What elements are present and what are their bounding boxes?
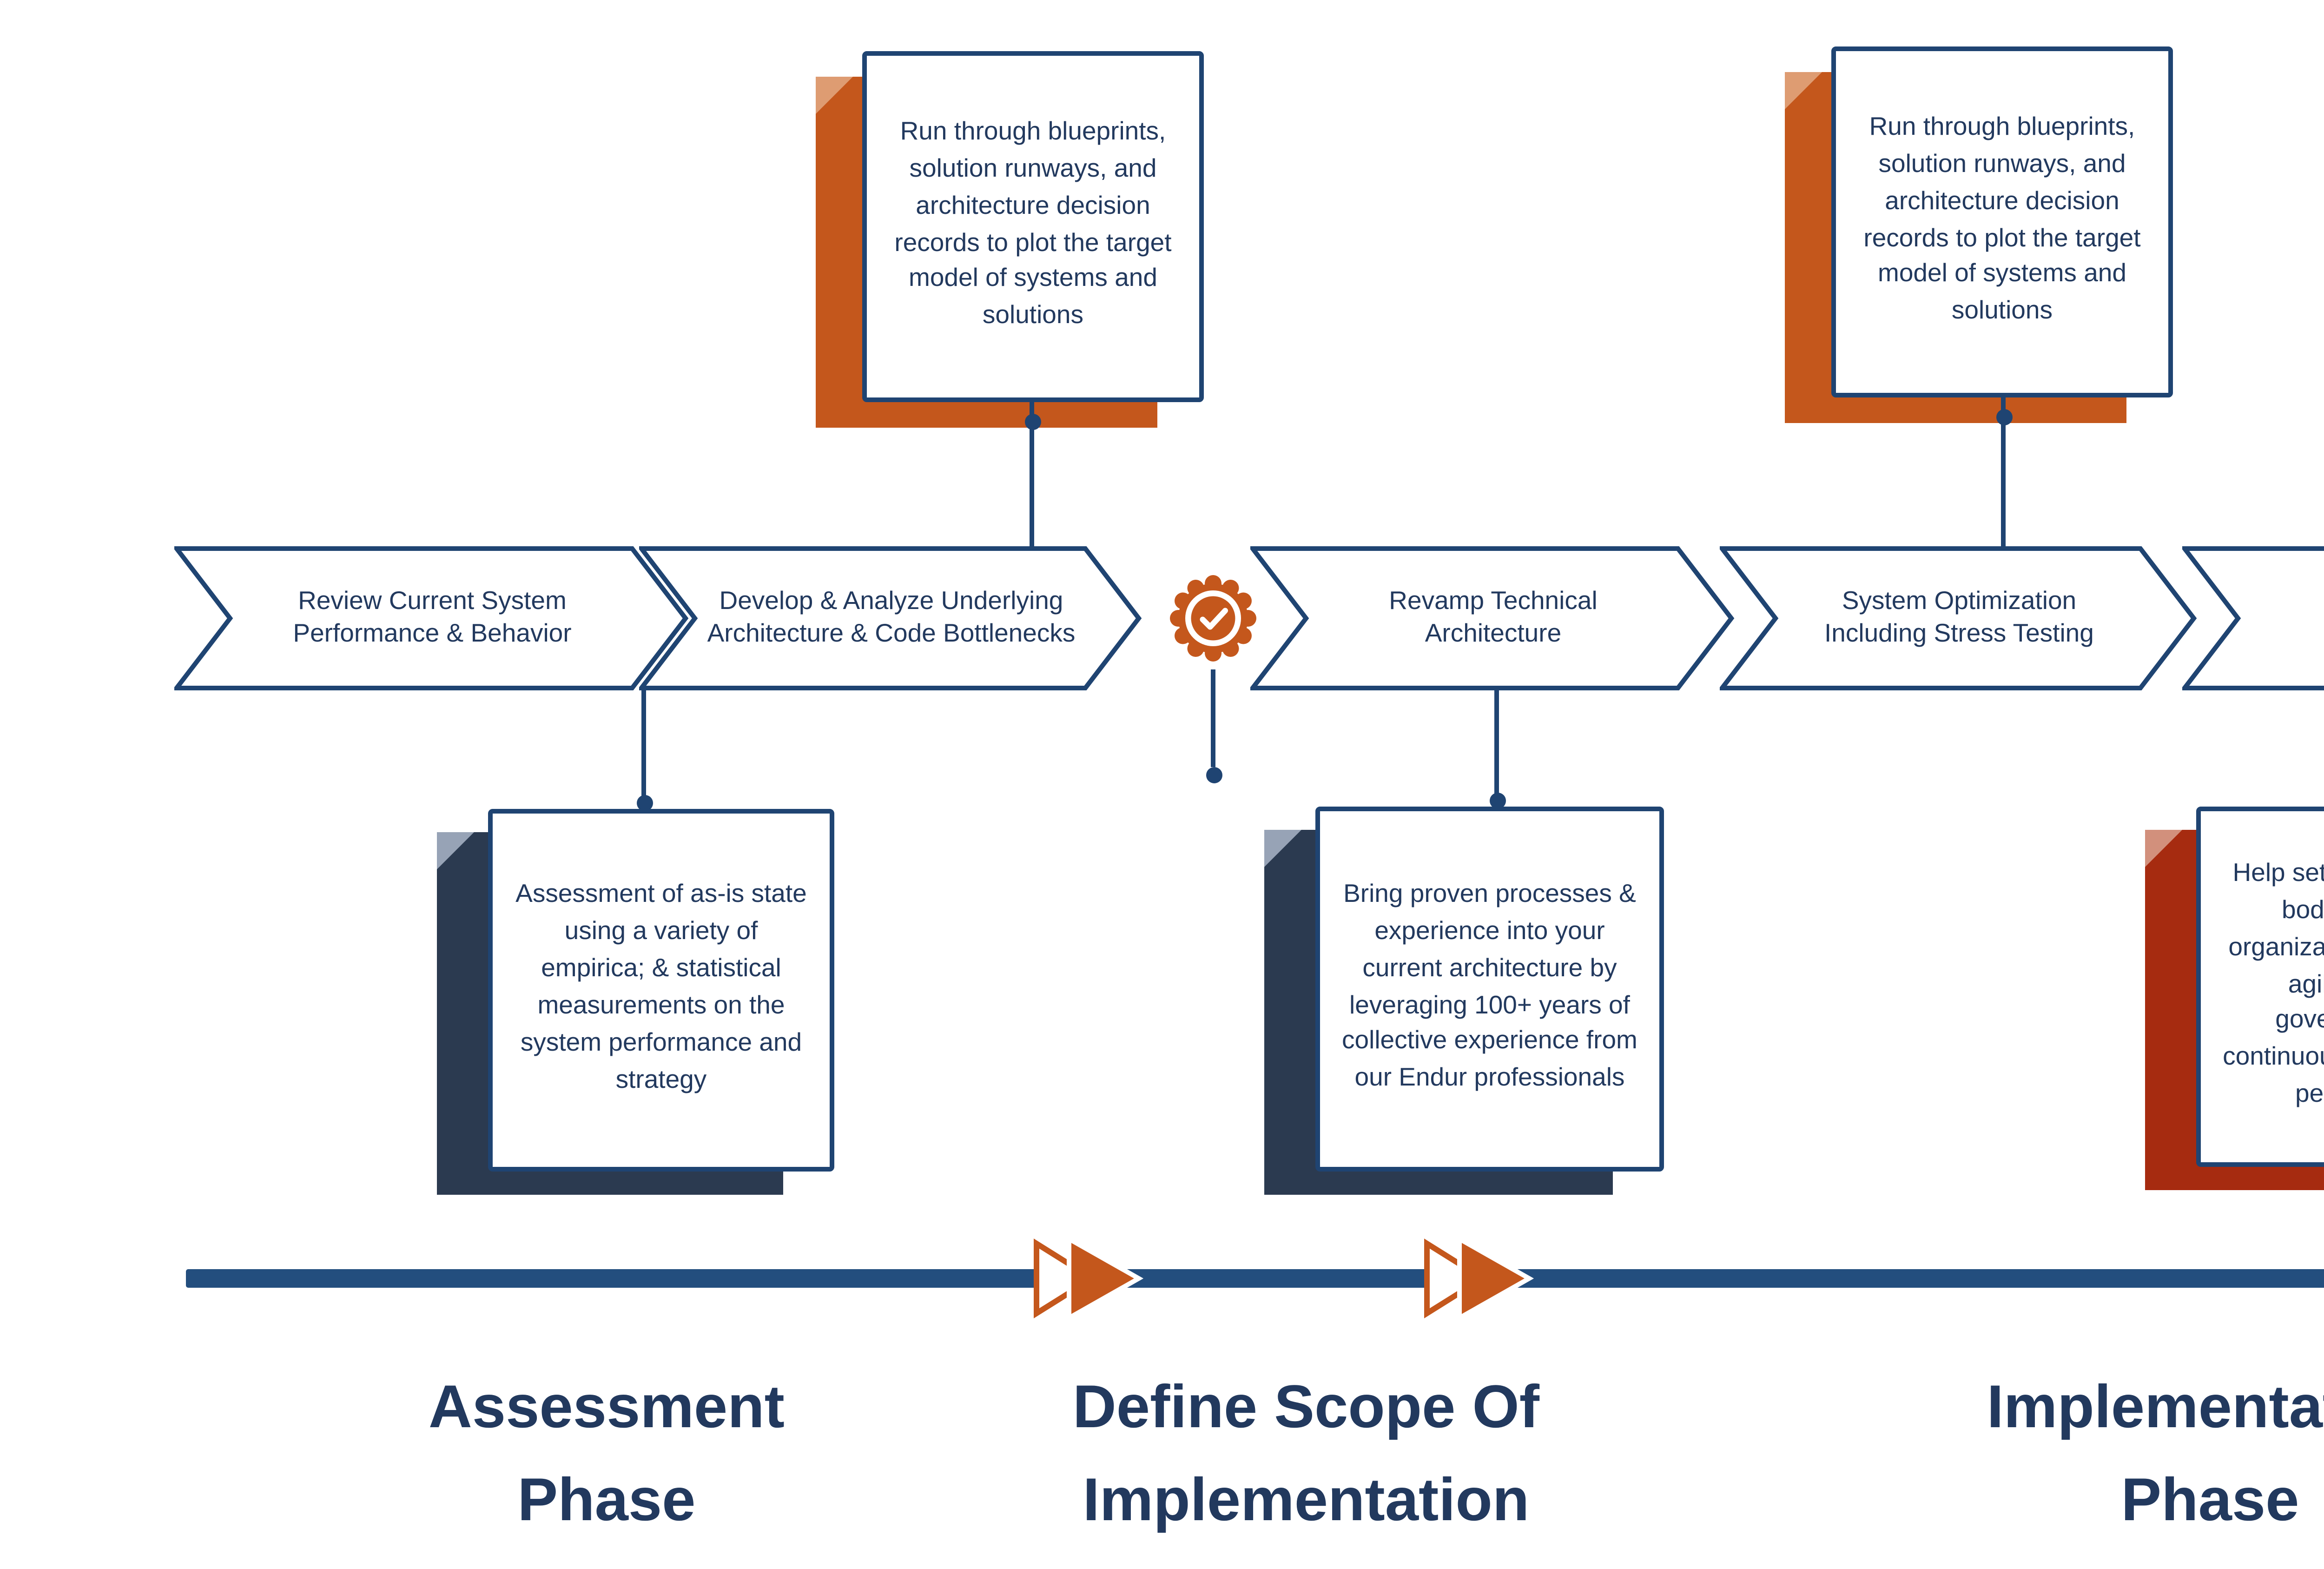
step-review-current-system: Review Current System Performance & Beha… xyxy=(174,546,690,690)
connector-dot xyxy=(635,794,652,810)
connector-line xyxy=(1030,402,1034,546)
step-revamp-architecture: Revamp Technical Architecture xyxy=(1250,546,1736,690)
phase-label-define-scope: Define Scope Of Implementation xyxy=(841,1360,1771,1547)
chevron-shape xyxy=(639,546,1142,690)
bottom-callout-proven-processes: Bring proven processes & experience into… xyxy=(1315,807,1664,1172)
callout-fold-corner xyxy=(437,832,474,869)
connector-line xyxy=(1211,669,1215,767)
top-callout-blueprints-2: Run through blueprints, solution runways… xyxy=(1831,46,2173,397)
callout-fold-corner xyxy=(1785,72,1822,109)
bottom-callout-text: Bring proven processes & experience into… xyxy=(1342,880,1637,1093)
chevron-shape xyxy=(1720,546,2197,690)
connector-line xyxy=(1494,690,1499,807)
top-callout-text: Run through blueprints, solution runways… xyxy=(894,118,1172,331)
chevron-shape xyxy=(174,546,689,690)
check-badge-icon xyxy=(1170,575,1256,662)
callout-fold-corner xyxy=(2145,830,2182,867)
bottom-callout-assessment: Assessment of as-is state using a variet… xyxy=(488,809,834,1172)
timeline-bar xyxy=(186,1269,2324,1288)
chevron-shape xyxy=(2182,546,2324,690)
step-system-optimization: System Optimization Including Stress Tes… xyxy=(1720,546,2199,690)
bottom-callout-text: Help set up a dedicated body within the … xyxy=(2223,859,2324,1110)
top-callout-text: Run through blueprints, solution runways… xyxy=(1863,113,2141,326)
connector-line xyxy=(2001,397,2005,546)
step-centre-of-excellence: Establish Centre of Excellence xyxy=(2182,546,2324,690)
fast-forward-arrow-icon xyxy=(1424,1235,1534,1322)
phase-line: Phase xyxy=(517,1465,696,1535)
step-label: Revamp Technical Architecture xyxy=(1389,587,1598,649)
phase-line: Phase xyxy=(2121,1465,2299,1535)
chevron-shape xyxy=(1250,546,1735,690)
step-label: Review Current System Performance & Beha… xyxy=(293,587,572,649)
phase-line: Assessment xyxy=(428,1371,785,1441)
step-develop-analyze: Develop & Analyze Underlying Architectur… xyxy=(639,546,1143,690)
connector-dot xyxy=(1488,791,1505,808)
bottom-callout-dedicated-body: Help set up a dedicated body within the … xyxy=(2196,807,2324,1167)
phase-label-implementation: Implementation Phase xyxy=(1745,1360,2324,1547)
top-callout-blueprints-1: Run through blueprints, solution runways… xyxy=(862,51,1204,402)
phase-line: Define Scope Of xyxy=(1072,1371,1540,1441)
callout-fold-corner xyxy=(816,77,853,114)
step-label: System Optimization Including Stress Tes… xyxy=(1824,587,2094,649)
step-label: Develop & Analyze Underlying Architectur… xyxy=(707,587,1076,649)
phase-label-assessment: Assessment Phase xyxy=(142,1360,1071,1547)
connector-line xyxy=(641,690,646,809)
callout-fold-corner xyxy=(1264,830,1301,867)
phase-line: Implementation xyxy=(1987,1371,2324,1441)
phase-line: Implementation xyxy=(1083,1465,1530,1535)
connector-dot xyxy=(1205,766,1221,782)
step-label: Establish Centre of Excellence xyxy=(2298,585,2324,652)
bottom-callout-text: Assessment of as-is state using a variet… xyxy=(515,881,807,1095)
fast-forward-arrow-icon xyxy=(1034,1235,1144,1322)
